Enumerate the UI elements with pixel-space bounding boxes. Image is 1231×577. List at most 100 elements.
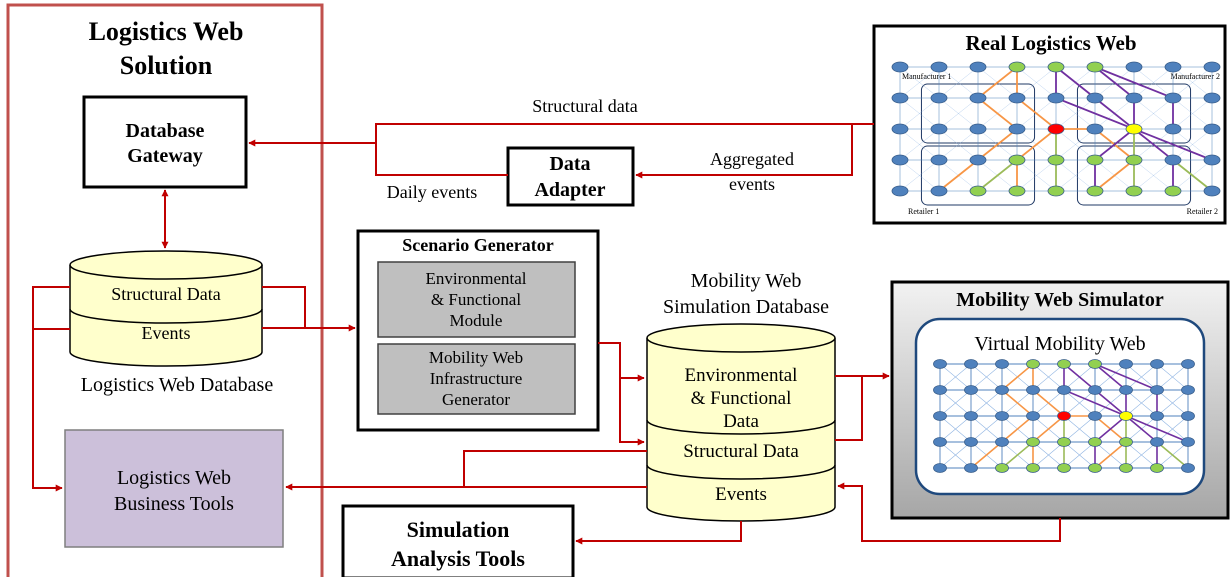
network-edge xyxy=(1016,159,1057,192)
network-node xyxy=(933,411,947,421)
simulation-database[interactable]: Environmental & Functional Data Structur… xyxy=(646,323,836,522)
network-edge xyxy=(970,415,1003,443)
network-node xyxy=(1088,359,1102,369)
database-gateway-box[interactable] xyxy=(82,95,248,189)
simulation-analysis-tools-box[interactable] xyxy=(341,504,575,577)
data-adapter-line2: Adapter xyxy=(534,179,605,201)
sim-db-env-line1: Environmental xyxy=(685,365,798,386)
network-node xyxy=(891,185,909,197)
flow-edge xyxy=(1172,159,1213,192)
network-node xyxy=(891,123,909,135)
network-edge xyxy=(1156,363,1189,391)
real-logistics-web-title: Real Logistics Web xyxy=(965,31,1136,55)
network-node xyxy=(1086,154,1104,166)
business-tools-line2: Business Tools xyxy=(114,493,234,515)
network-edge xyxy=(899,128,940,161)
network-node xyxy=(1047,123,1065,135)
network-node xyxy=(891,92,909,104)
network-edge xyxy=(899,159,940,192)
network-node xyxy=(891,61,909,73)
network-node xyxy=(1119,385,1133,395)
network-edge xyxy=(1055,159,1096,192)
network-node xyxy=(930,123,948,135)
network-node xyxy=(1057,385,1071,395)
network-node xyxy=(933,463,947,473)
environmental-module-line2: & Functional xyxy=(431,290,521,309)
solution-panel xyxy=(6,3,324,577)
sim-db-structural-label: Structural Data xyxy=(683,441,799,462)
network-node xyxy=(1057,359,1071,369)
logistics-db-events-label: Events xyxy=(142,323,191,343)
network-edge xyxy=(1063,415,1096,443)
sim-db-events-label: Events xyxy=(715,484,767,505)
network-node xyxy=(1026,359,1040,369)
data-adapter-box[interactable] xyxy=(506,146,635,207)
network-node xyxy=(995,411,1009,421)
network-edge xyxy=(1125,363,1158,391)
flow-edge xyxy=(1094,363,1189,443)
sim-db-structural-to-tools-line xyxy=(463,450,647,487)
network-edge xyxy=(939,415,972,443)
network-node xyxy=(1008,123,1026,135)
network-node xyxy=(969,92,987,104)
simulator-to-events-arrow xyxy=(837,482,1061,542)
network-edge xyxy=(938,97,979,130)
db-to-scenario-arrow xyxy=(262,286,356,332)
retailer1-label: Retailer 1 xyxy=(908,207,939,216)
network-node xyxy=(933,385,947,395)
network-node xyxy=(1008,92,1026,104)
network-edge xyxy=(1032,363,1065,391)
network-node xyxy=(1057,463,1071,473)
network-node xyxy=(1026,411,1040,421)
network-node xyxy=(1119,463,1133,473)
network-node xyxy=(995,463,1009,473)
infrastructure-generator-box[interactable] xyxy=(377,343,576,415)
aggregated-events-arrow xyxy=(635,124,853,179)
logistics-web-database[interactable]: Structural Data Events xyxy=(69,250,263,367)
network-node xyxy=(964,437,978,447)
network-edge xyxy=(970,389,1003,417)
network-node xyxy=(995,385,1009,395)
flow-edge xyxy=(1001,441,1034,469)
network-edge xyxy=(899,66,940,99)
network-edge xyxy=(939,363,972,391)
network-edge xyxy=(1172,97,1213,130)
network-node xyxy=(1086,185,1104,197)
network-edge xyxy=(938,128,979,161)
network-node xyxy=(1086,123,1104,135)
network-node xyxy=(1125,185,1143,197)
network-node xyxy=(1150,437,1164,447)
network-node xyxy=(1164,185,1182,197)
network-node xyxy=(1164,92,1182,104)
network-node xyxy=(1150,385,1164,395)
network-edge xyxy=(1156,389,1189,417)
structural-data-flow-label: Structural data xyxy=(532,96,637,116)
infrastructure-generator-line1: Mobility Web xyxy=(429,348,523,367)
network-node xyxy=(1181,411,1195,421)
network-node xyxy=(1086,92,1104,104)
retailer2-label: Retailer 2 xyxy=(1187,207,1218,216)
network-node xyxy=(1125,61,1143,73)
business-tools-box[interactable] xyxy=(64,429,284,548)
environmental-module-box[interactable] xyxy=(377,261,576,338)
network-node xyxy=(1181,359,1195,369)
network-node xyxy=(1164,123,1182,135)
network-edge xyxy=(1063,389,1096,417)
network-edge xyxy=(1125,441,1158,469)
network-edge xyxy=(899,97,940,130)
network-edge xyxy=(1055,128,1096,161)
solution-title-line2: Solution xyxy=(120,51,213,80)
network-node xyxy=(1203,61,1221,73)
manufacturer2-label: Manufacturer 2 xyxy=(1170,72,1220,81)
network-node xyxy=(1026,437,1040,447)
network-node xyxy=(930,154,948,166)
network-node xyxy=(1119,437,1133,447)
db-to-business-tools-arrow xyxy=(32,286,70,492)
network-edge xyxy=(1156,415,1189,443)
scenario-to-structural-data-arrow xyxy=(598,342,645,446)
network-node xyxy=(1008,185,1026,197)
network-node xyxy=(1047,92,1065,104)
network-edge xyxy=(939,389,972,417)
network-node xyxy=(1203,185,1221,197)
